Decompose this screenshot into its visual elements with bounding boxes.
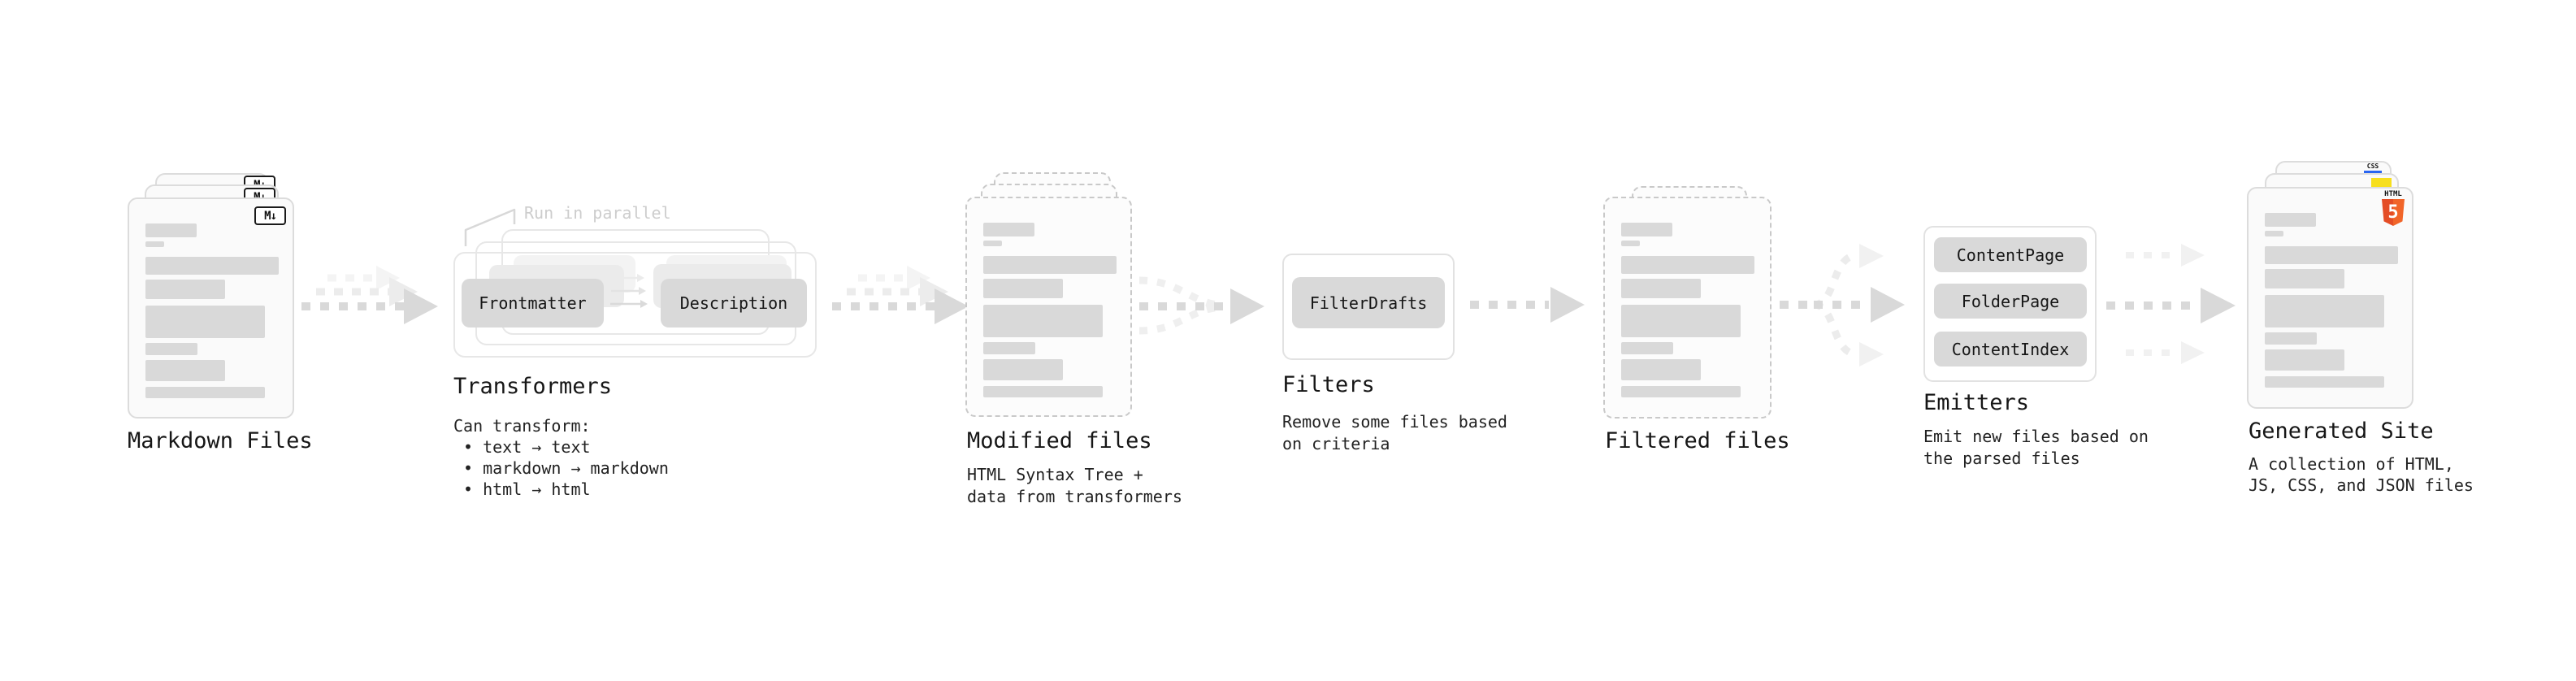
css-icon: CSS [2363,163,2383,173]
skeleton-line [145,257,279,275]
skeleton-line [2265,332,2317,345]
arrow-markdown-to-transformers [301,266,438,324]
html5-shield: 5 [2382,199,2405,226]
skeleton-line [1621,386,1741,397]
skeleton-line [983,256,1117,274]
skeleton-line [1621,305,1741,337]
skeleton-line [983,342,1035,354]
modified-files-desc: HTML Syntax Tree + data from transformer… [967,465,1182,506]
filterdrafts-box: FilterDrafts [1292,277,1445,328]
skeleton-line [145,241,164,247]
skeleton-line [145,306,265,338]
generated-site-desc: A collection of HTML, JS, CSS, and JSON … [2249,454,2474,495]
transformers-desc-heading: Can transform: [453,416,591,436]
skeleton-line [2265,231,2283,236]
stage-label-filters: Filters [1282,372,1375,397]
skeleton-line [1621,256,1754,274]
transformer-run-card [453,252,817,358]
skeleton-line [145,343,197,355]
transform-flow-arrows [610,274,648,308]
transform-bullet: • html → html [463,479,591,499]
file-card [2247,187,2413,409]
skeleton-line [2265,269,2344,288]
emitter-box-folderpage: FolderPage [1934,284,2087,319]
skeleton-line [1621,241,1640,246]
skeleton-line [2265,213,2316,227]
markdown-icon: M↓ [254,206,286,225]
skeleton-line [2265,295,2384,327]
stage-label-filtered-files: Filtered files [1605,428,1790,453]
emitter-box-contentindex: ContentIndex [1934,332,2087,367]
skeleton-line [983,305,1103,337]
skeleton-line [983,223,1034,236]
html5-icon-label: HTML [2384,190,2402,198]
skeleton-line [1621,359,1701,380]
stage-label-modified-files: Modified files [967,428,1152,453]
css-icon-label: CSS [2366,163,2379,170]
skeleton-line [145,387,265,398]
arrow-transformers-to-modified [832,266,969,324]
skeleton-line [145,280,225,299]
stage-label-emitters: Emitters [1923,390,2030,415]
html5-icon: HTML 5 [2381,190,2405,226]
file-card [1603,197,1772,419]
transform-bullet: • markdown → markdown [463,458,669,478]
stage-label-generated-site: Generated Site [2249,419,2434,444]
skeleton-line [145,223,197,237]
description-box: Description [661,279,807,327]
file-card [128,197,294,419]
skeleton-line [983,359,1063,380]
emitters-desc: Emit new files based on the parsed files [1923,427,2149,468]
transform-bullet: • text → text [463,437,591,457]
arrow-modified-to-filters [1138,276,1264,335]
skeleton-line [2265,376,2384,388]
parallel-annotation: Run in parallel [524,203,671,223]
stage-label-transformers: Transformers [453,374,613,399]
js-icon [2371,178,2392,189]
file-card [965,197,1132,417]
skeleton-line [983,386,1103,397]
skeleton-line [983,279,1063,298]
frontmatter-box: Frontmatter [462,279,604,327]
skeleton-line [983,241,1002,246]
arrow-filtered-to-emitters [1780,244,1905,367]
stage-label-markdown-files: Markdown Files [128,428,313,453]
skeleton-line [145,360,225,381]
skeleton-line [1621,342,1673,354]
skeleton-line [1621,223,1672,236]
skeleton-line [2265,349,2344,371]
emitter-box-contentpage: ContentPage [1934,237,2087,272]
arrow-emitters-to-generated [2106,244,2236,364]
skeleton-line [2265,246,2398,264]
filters-desc: Remove some files based on criteria [1282,412,1507,453]
parallel-callout-line [464,208,516,246]
skeleton-line [1621,279,1701,298]
arrow-filters-to-filtered [1470,287,1585,323]
